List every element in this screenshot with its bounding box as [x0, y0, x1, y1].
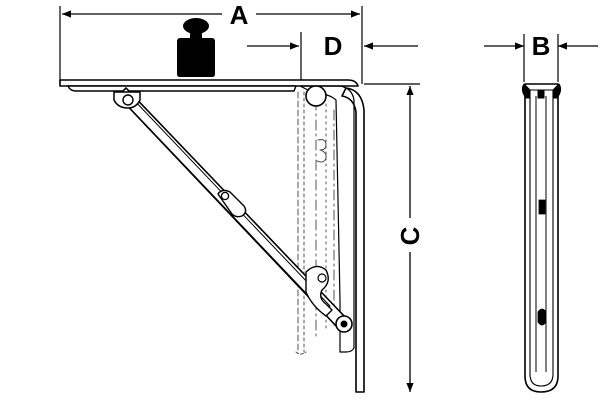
shelf-lip [67, 85, 297, 92]
front-outer-profile [524, 83, 559, 393]
dimension-a: A [59, 0, 363, 84]
front-hinge-right [552, 83, 562, 99]
knuckle-pin [317, 273, 327, 283]
bracket-inner-edge [299, 85, 355, 353]
dimension-a-label: A [230, 0, 249, 30]
dimension-d: D [247, 31, 418, 84]
front-release-pin [538, 199, 546, 215]
strut-top-pin [122, 94, 134, 106]
dimension-d-label: D [324, 31, 343, 61]
bottom-pivot-center [340, 320, 348, 328]
lower-knuckle [305, 265, 333, 317]
front-bottom-pivot [537, 308, 547, 326]
weight-icon [177, 18, 215, 77]
wall-bracket [341, 87, 365, 393]
top-hinge [305, 85, 327, 107]
front-inner-profile [529, 89, 554, 387]
bracket-side-view [59, 79, 365, 393]
shelf-plate [59, 79, 359, 87]
release-pin [220, 191, 230, 201]
dimension-b-label: B [532, 31, 551, 61]
bracket-front-view [521, 83, 562, 393]
front-top-pin [537, 89, 545, 99]
dimension-c-label: C [395, 226, 425, 245]
dimension-b: B [484, 31, 598, 82]
front-hinge-left [521, 83, 531, 99]
dimension-c: C [364, 83, 425, 392]
